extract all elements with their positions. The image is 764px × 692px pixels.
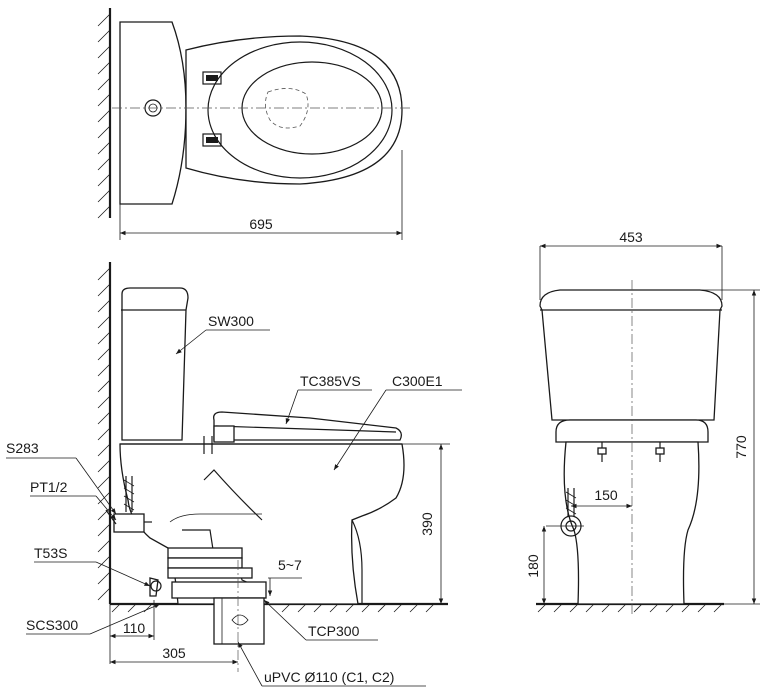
front-tank: [539, 289, 723, 421]
front-bowl: [563, 441, 700, 605]
front-view: 453 770 150 180: [525, 229, 760, 616]
label-flex-hose: T53S: [34, 545, 67, 561]
top-hinge-lower: [202, 133, 222, 147]
side-view: 390 110 305 5~7: [97, 262, 450, 672]
side-seat-hinge: [213, 425, 235, 443]
dim-total-height: 770: [733, 435, 749, 459]
dim-gap: 5~7: [278, 557, 302, 573]
top-view: 695: [97, 8, 410, 240]
dim-front-width: 453: [619, 229, 643, 245]
dim-wall-outlet: 305: [162, 645, 186, 661]
dim-supply-height: 180: [525, 554, 541, 578]
side-callouts: SW300 TC385VS C300E1 S283 PT1/2 T53S SCS…: [6, 313, 462, 687]
side-seat: [213, 411, 402, 441]
dim-wall-pipe: 110: [123, 620, 146, 636]
top-seat-rim: [207, 41, 393, 179]
dim-supply-offset: 150: [594, 487, 618, 503]
label-bowl: C300E1: [392, 373, 443, 389]
label-anchor: SCS300: [26, 617, 78, 633]
label-thread: PT1/2: [30, 479, 68, 495]
label-seat: TC385VS: [300, 373, 361, 389]
dim-top-length: 695: [249, 216, 273, 232]
top-bowl-outline: [185, 35, 403, 185]
label-tank: SW300: [208, 313, 254, 329]
side-drain-pipe: [213, 597, 265, 645]
side-stop-valve: [113, 513, 145, 533]
dim-seat-height: 390: [419, 512, 435, 536]
label-flange: TCP300: [308, 623, 360, 639]
top-water-spot: [265, 88, 309, 129]
label-stop-valve: S283: [6, 440, 39, 456]
side-tank: [121, 287, 189, 441]
label-pipe: uPVC Ø110 (C1, C2): [264, 669, 394, 685]
side-trap-seal: [167, 547, 243, 559]
top-hinge-upper: [202, 71, 222, 85]
top-tank-outline: [119, 21, 187, 205]
